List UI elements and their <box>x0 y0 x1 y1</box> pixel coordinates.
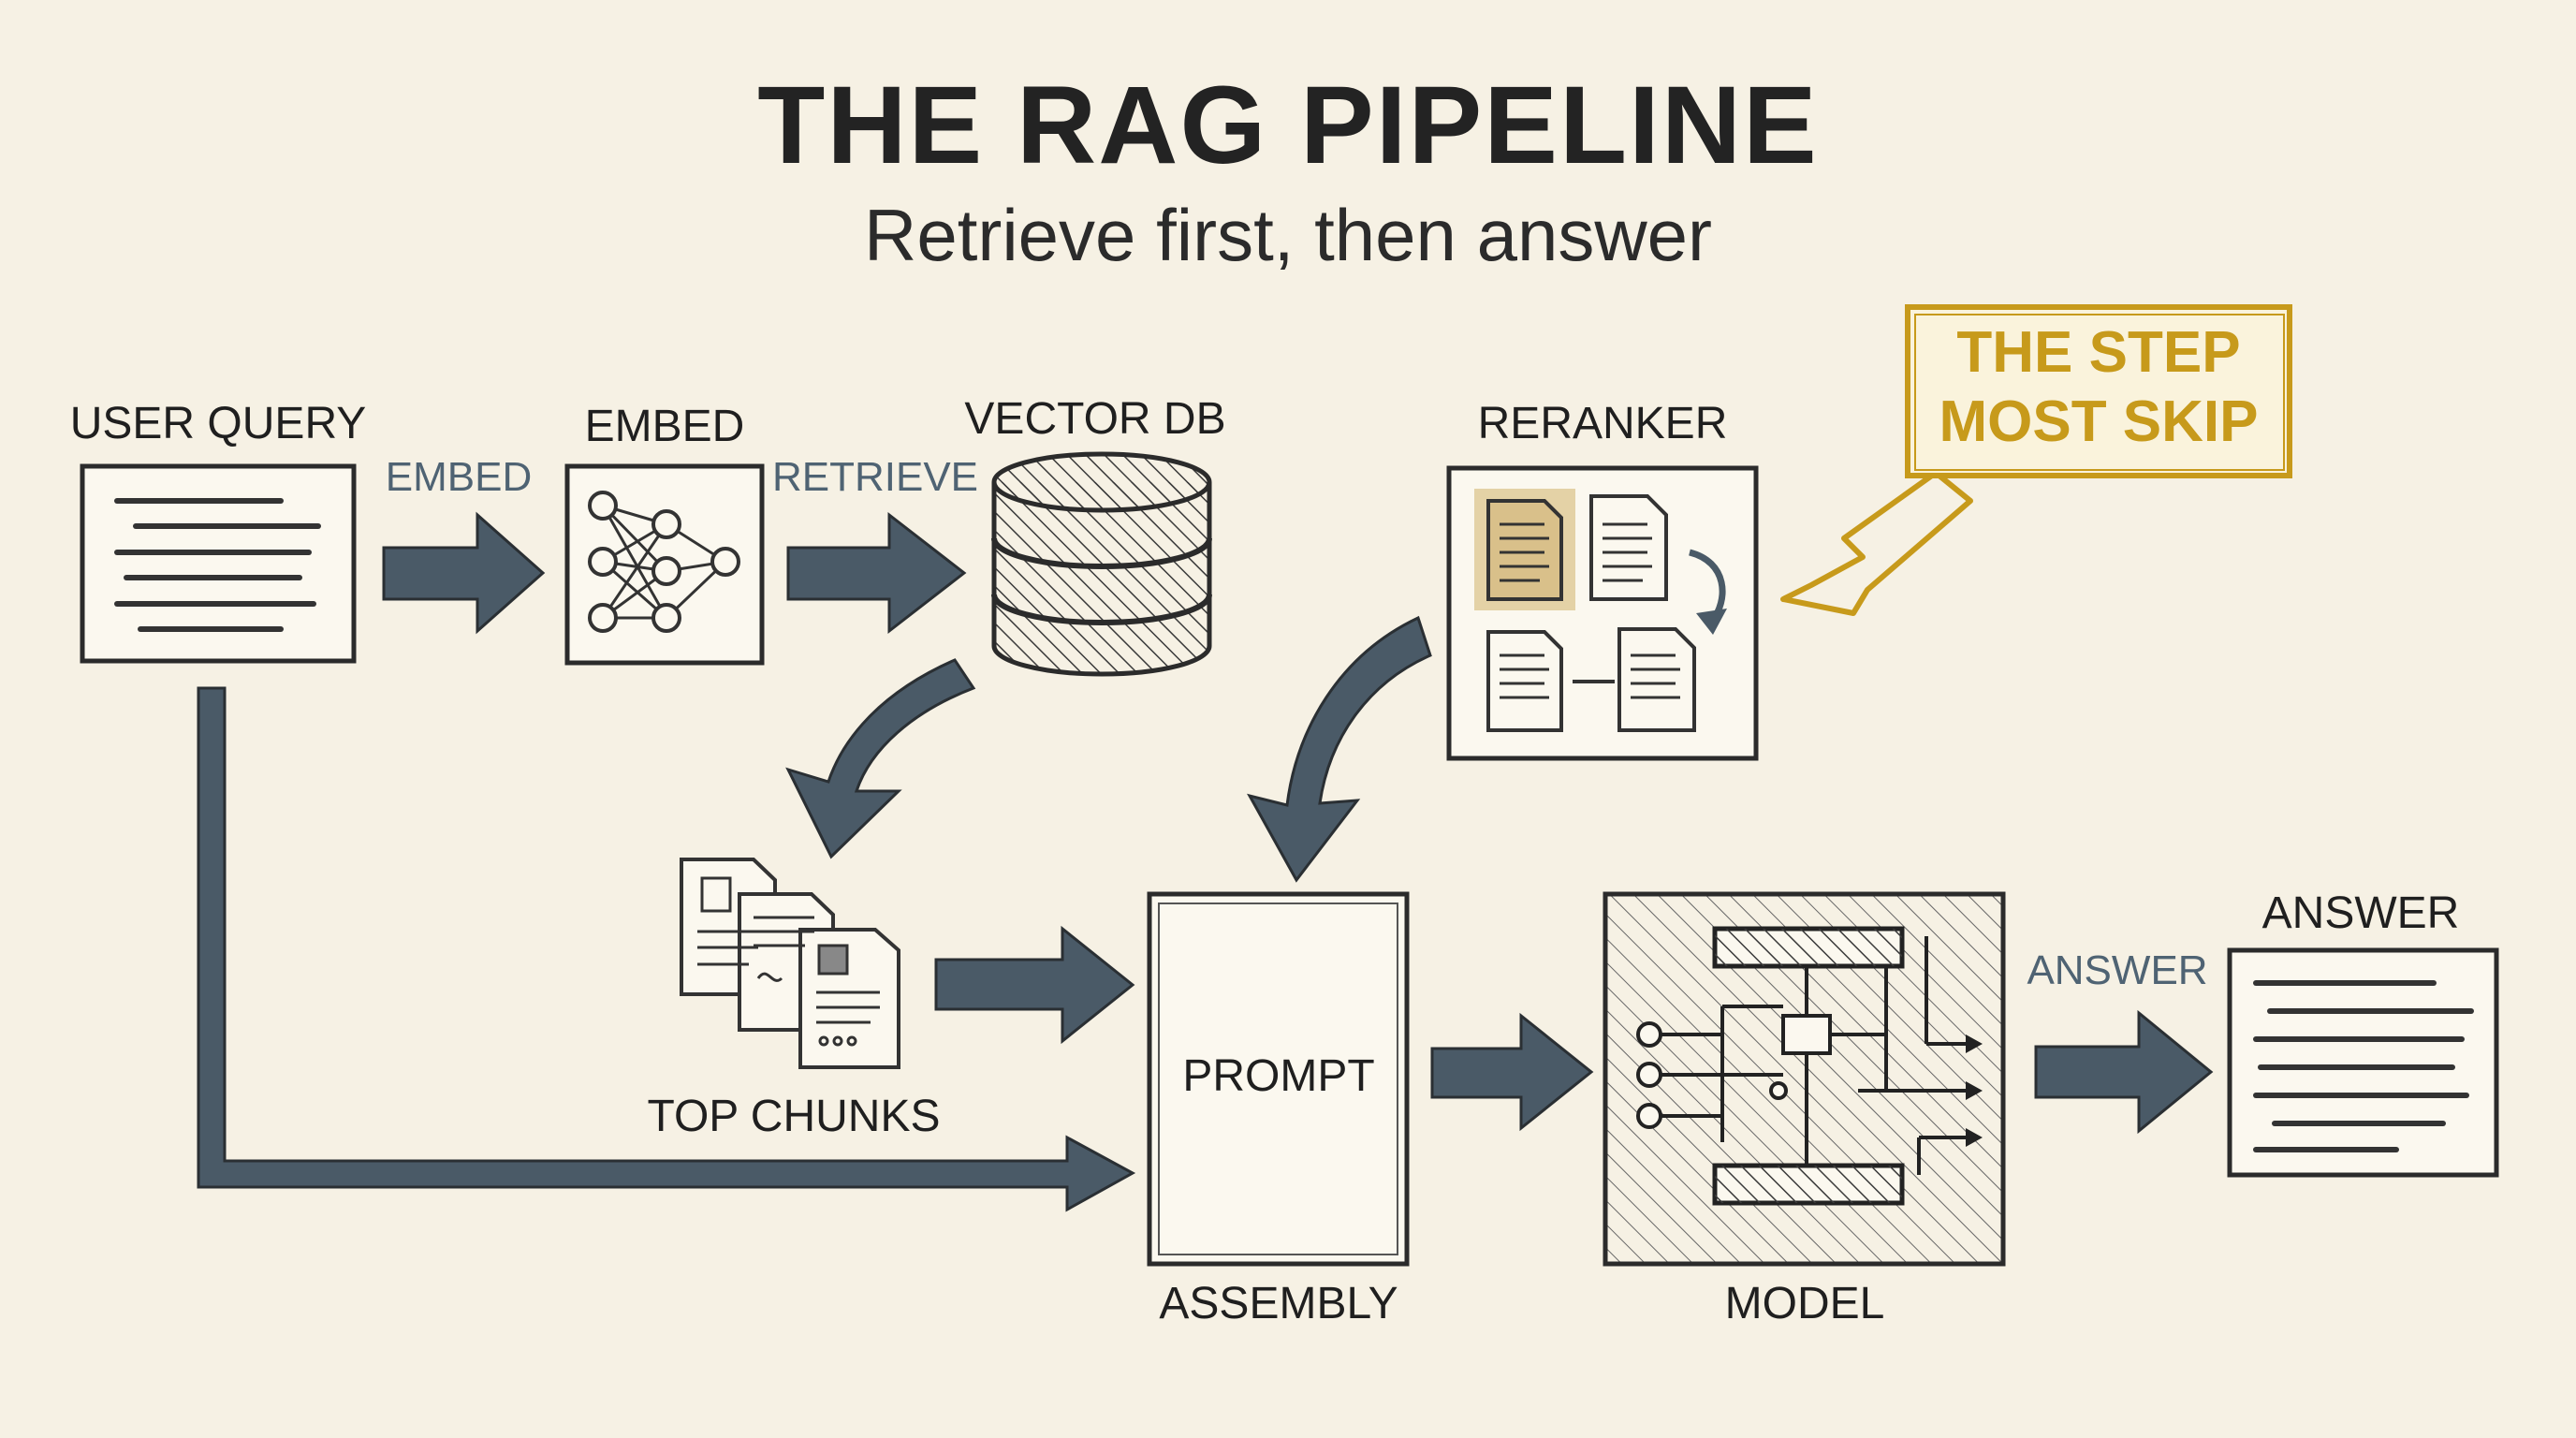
reranker-box <box>1446 465 1759 761</box>
arrow-reranker-to-prompt <box>1247 615 1432 883</box>
node-label-reranker: RERANKER <box>1477 399 1728 448</box>
arrow-query-to-embed <box>382 511 546 635</box>
top-chunks-icon <box>680 858 900 1069</box>
page-title: THE RAG PIPELINE <box>757 64 1819 187</box>
embed-network-box <box>564 463 765 666</box>
node-label-top-chunks: TOP CHUNKS <box>647 1092 941 1141</box>
prompt-box <box>1147 891 1410 1267</box>
callout-box <box>1905 304 2292 478</box>
edge-label-embed: EMBED <box>385 454 533 500</box>
callout-line-2: MOST SKIP <box>1939 389 2259 454</box>
node-label-embed: EMBED <box>584 402 745 451</box>
node-label-answer: ANSWER <box>2261 888 2460 938</box>
node-label-prompt: PROMPT <box>1182 1051 1375 1101</box>
arrow-vectordb-to-chunks <box>785 658 976 859</box>
callout-text: THE STEP MOST SKIP <box>1915 318 2282 457</box>
arrow-embed-to-vectordb <box>786 511 967 635</box>
node-label-assembly: ASSEMBLY <box>1159 1279 1398 1328</box>
arrow-model-to-answer <box>2034 1009 2214 1135</box>
model-circuit <box>1603 891 2006 1267</box>
callout-line-1: THE STEP <box>1956 320 2241 385</box>
edge-label-retrieve: RETRIEVE <box>771 454 979 500</box>
edge-label-answer: ANSWER <box>2027 947 2208 993</box>
user-query-box <box>80 463 357 664</box>
node-label-user-query: USER QUERY <box>69 399 367 448</box>
arrow-chunks-to-prompt <box>934 925 1135 1045</box>
answer-box <box>2227 947 2499 1178</box>
page-subtitle: Retrieve first, then answer <box>863 194 1713 276</box>
vector-db-icon <box>991 451 1212 677</box>
arrow-query-to-assembly <box>197 686 1136 1212</box>
node-label-vector-db: VECTOR DB <box>964 394 1226 444</box>
arrow-prompt-to-model <box>1430 1012 1594 1132</box>
node-label-model: MODEL <box>1724 1279 1885 1328</box>
callout-pointer <box>1780 470 1973 616</box>
